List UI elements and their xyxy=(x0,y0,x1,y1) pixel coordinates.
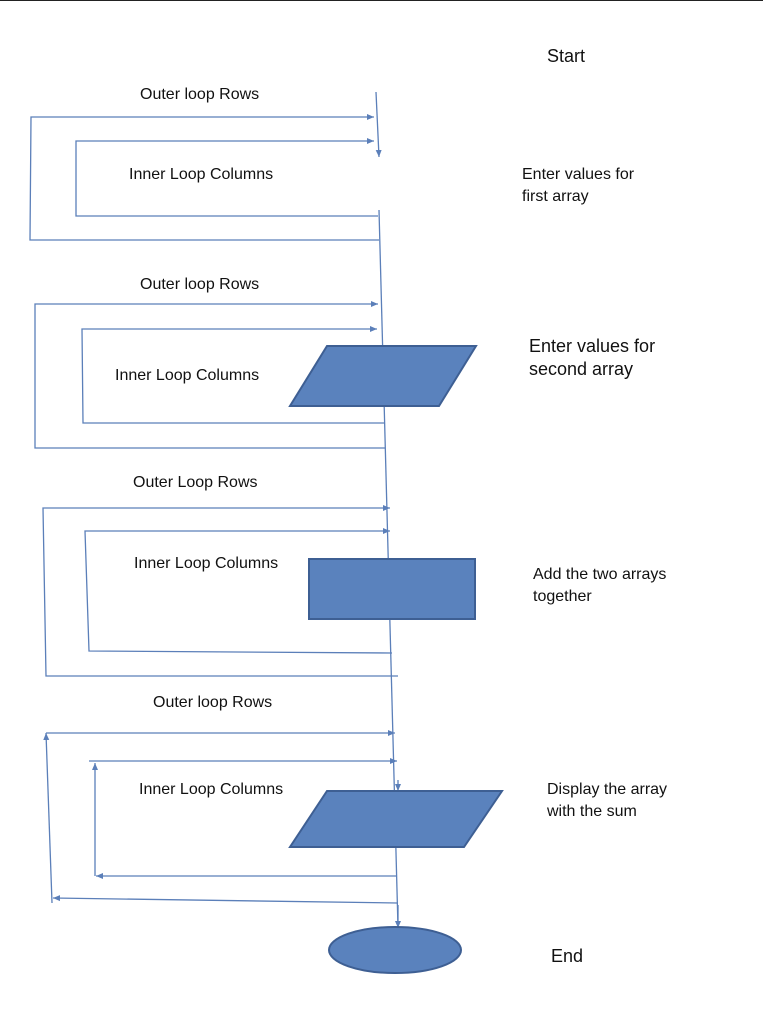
inner-loop-3 xyxy=(84,528,393,654)
step-2-label: Enter values for second array xyxy=(529,336,656,379)
display-sum-shape xyxy=(288,790,504,848)
step-4-label: Display the array with the sum xyxy=(547,781,668,820)
outer-loop-1-label: Outer loop Rows xyxy=(140,86,260,103)
outer-loop-4-return xyxy=(52,895,398,904)
inner-loop-1-label: Inner Loop Columns xyxy=(129,166,274,183)
enter-second-array-shape xyxy=(288,345,478,407)
outer-loop-3-label: Outer Loop Rows xyxy=(133,474,258,491)
inner-loop-4-label: Inner Loop Columns xyxy=(139,781,284,798)
outer-loop-2 xyxy=(34,301,385,449)
main-flow-line-top xyxy=(375,91,382,158)
add-arrays-shape xyxy=(308,558,476,620)
inner-loop-3-label: Inner Loop Columns xyxy=(134,555,279,572)
step-1-label: Enter values for first array xyxy=(522,166,635,205)
inner-loop-1 xyxy=(75,138,378,217)
inner-loop-2-label: Inner Loop Columns xyxy=(115,367,260,384)
outer-loop-4-label: Outer loop Rows xyxy=(153,694,273,711)
end-label: End xyxy=(551,946,584,966)
end-shape xyxy=(328,926,462,974)
start-label: Start xyxy=(547,46,586,66)
outer-loop-3 xyxy=(42,505,398,677)
inner-loop-2 xyxy=(81,326,384,424)
outer-loop-4-side xyxy=(43,732,53,904)
outer-loop-1 xyxy=(29,114,379,241)
step-3-label: Add the two arrays together xyxy=(533,566,667,605)
outer-loop-2-label: Outer loop Rows xyxy=(140,276,260,293)
